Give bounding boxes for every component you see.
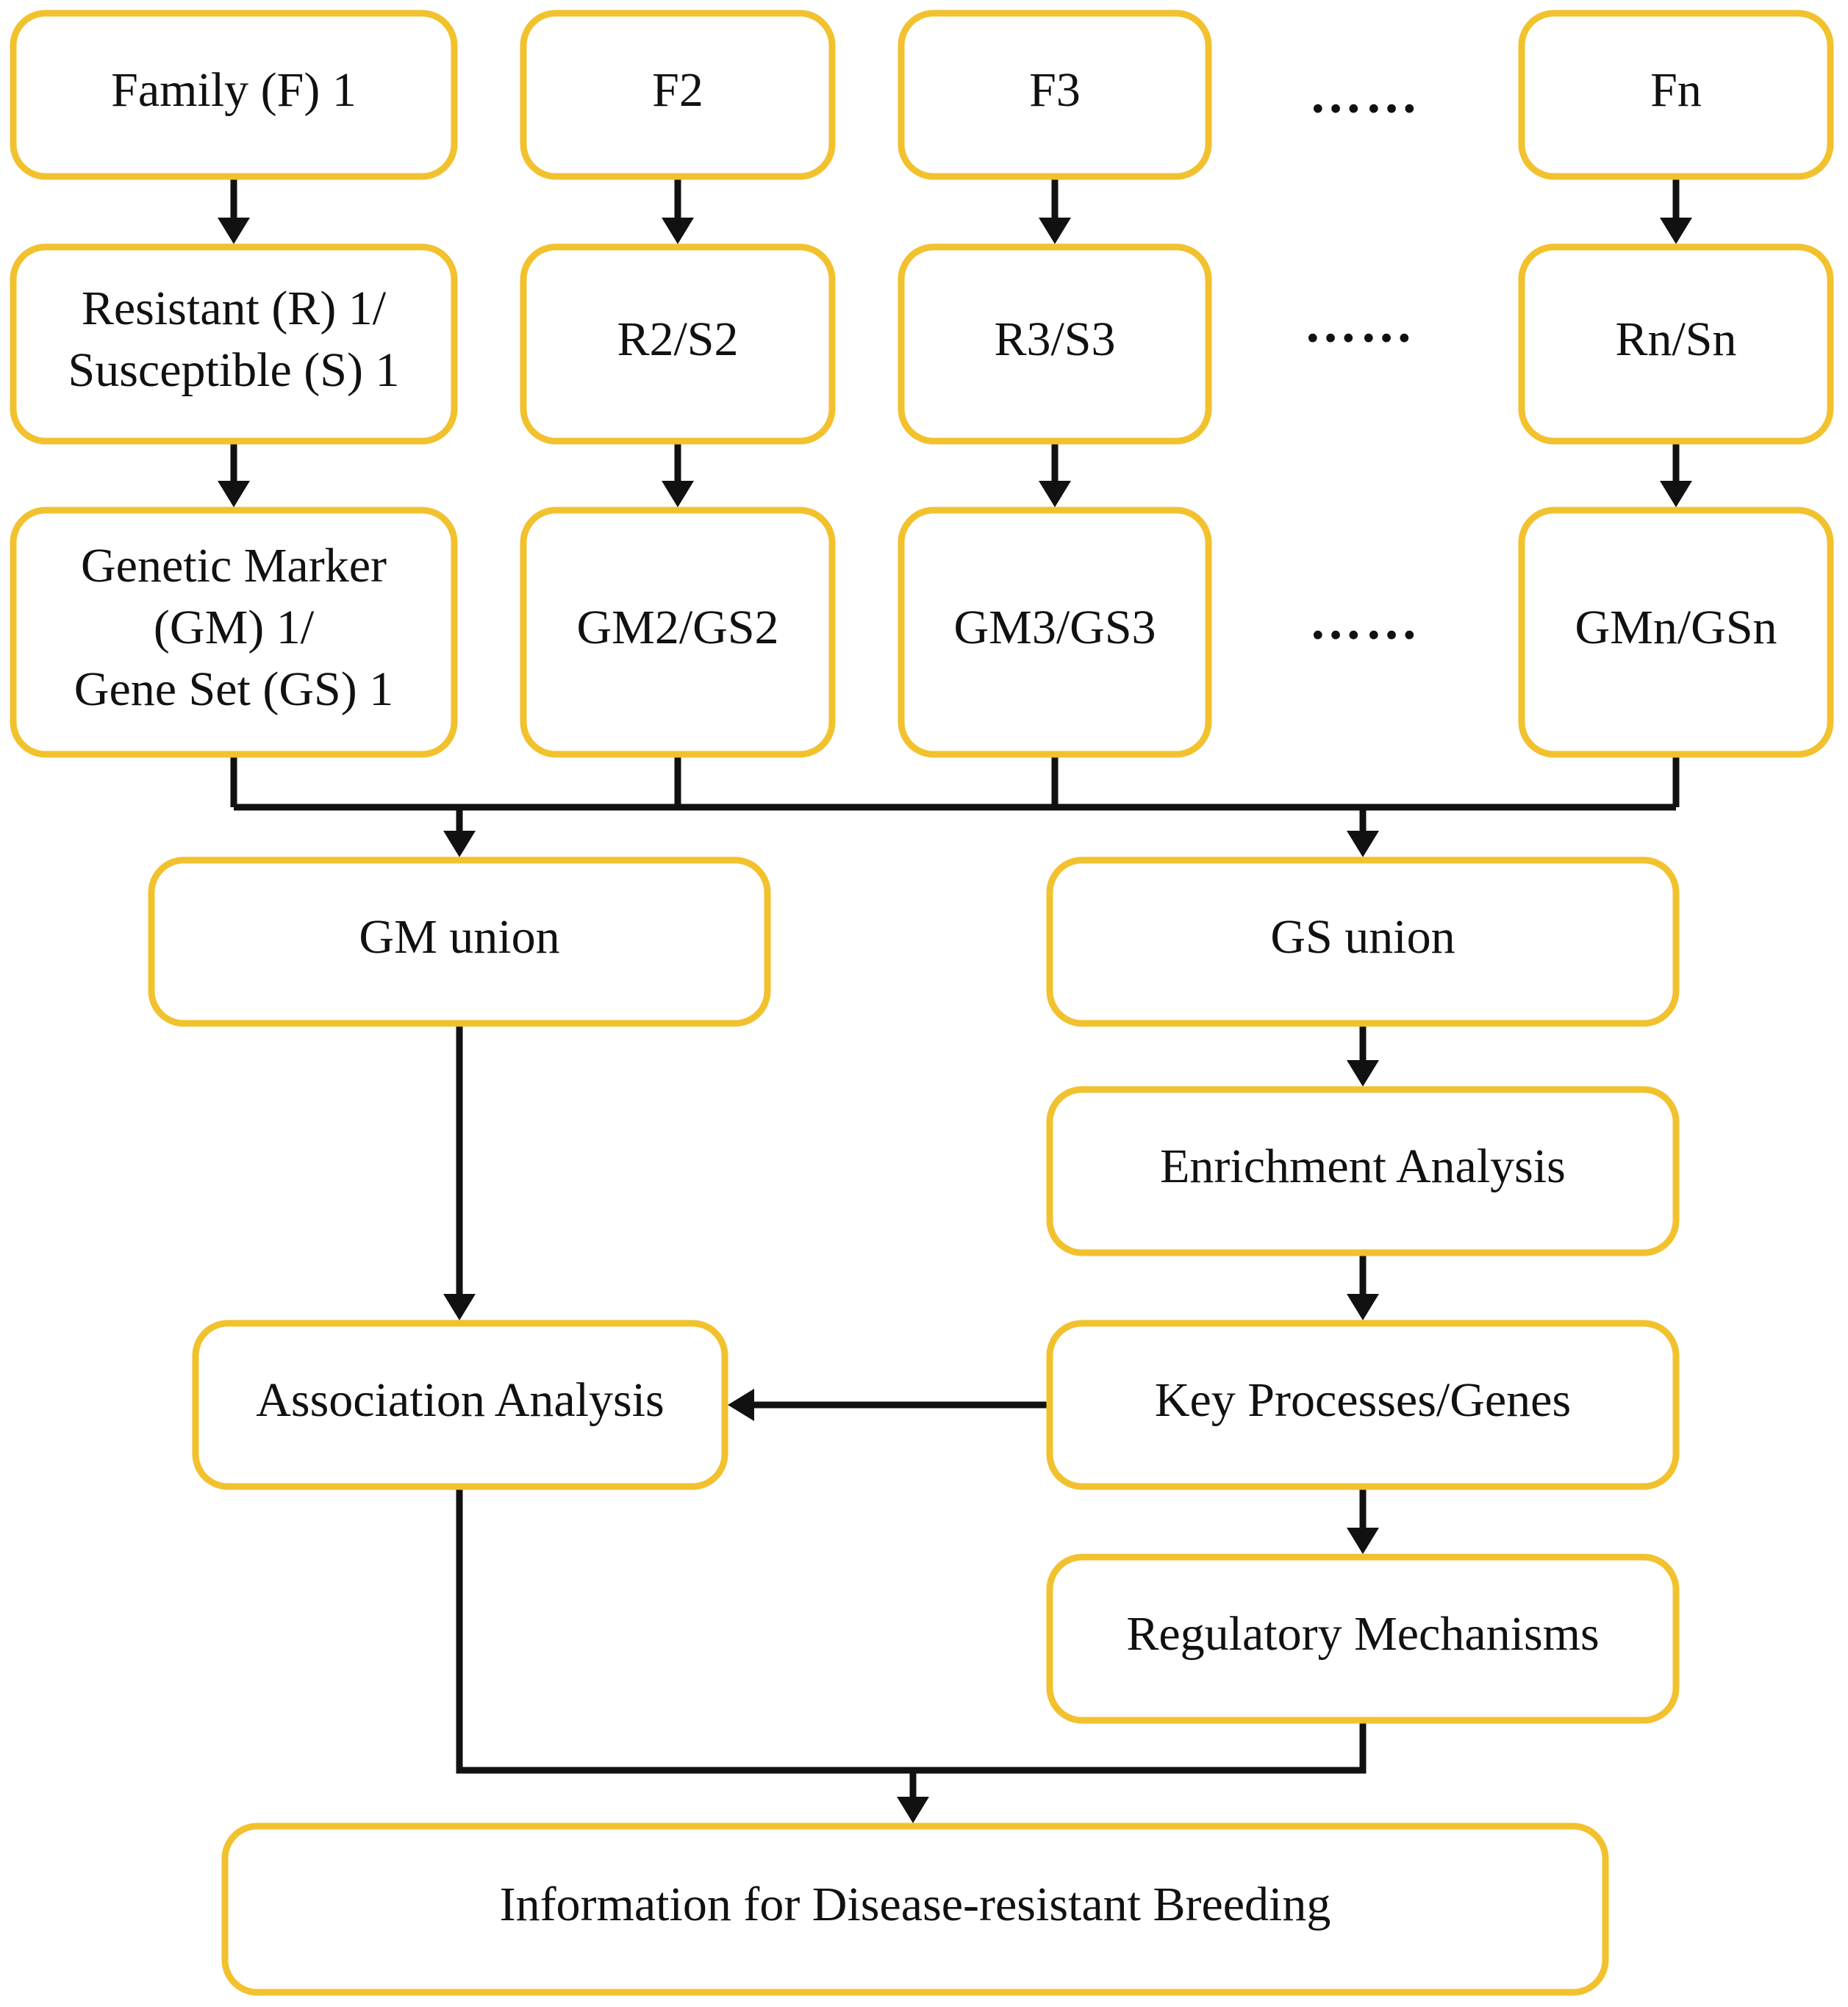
node-label: Family (F) 1: [111, 63, 357, 117]
arrowhead-rs1-gm1: [218, 481, 250, 507]
arrowhead-f1-rs1: [218, 218, 250, 244]
node-fn: Fn: [1518, 10, 1834, 180]
node-label: R3/S3: [994, 312, 1115, 366]
node-box: [1046, 856, 1680, 1027]
node-label: Resistant (R) 1/: [82, 282, 387, 335]
node-f2: F2: [520, 10, 836, 180]
node-gmn: GMn/GSn: [1518, 507, 1834, 758]
node-box: [10, 507, 458, 758]
arrowhead-rs2-gm2: [662, 481, 694, 507]
arrowhead-key-association: [728, 1389, 754, 1421]
ellipsis-row1: ……: [1309, 65, 1421, 124]
node-label: Information for Disease-resistant Breedi…: [500, 1878, 1331, 1931]
node-box: [1046, 1086, 1680, 1256]
node-association: Association Analysis: [192, 1320, 728, 1490]
arrowhead-rs3-gm3: [1039, 481, 1071, 507]
ellipsis-group: …… …… ……: [1304, 65, 1421, 651]
node-key: Key Processes/Genes: [1046, 1320, 1680, 1490]
node-box: [898, 10, 1212, 180]
arrowhead-f3-rs3: [1039, 218, 1071, 244]
node-label: Association Analysis: [256, 1373, 665, 1427]
node-box: [1046, 1553, 1680, 1724]
node-label: Enrichment Analysis: [1160, 1140, 1566, 1193]
node-label: GM union: [359, 910, 559, 964]
node-label: Regulatory Mechanisms: [1126, 1607, 1599, 1661]
node-box: [10, 10, 458, 180]
node-box: [898, 243, 1212, 445]
node-rs2: R2/S2: [520, 243, 836, 445]
node-label: (GM) 1/: [154, 601, 315, 654]
node-label: GMn/GSn: [1575, 601, 1777, 654]
node-gm2: GM2/GS2: [520, 507, 836, 758]
node-box: [221, 1822, 1609, 1996]
ellipsis-row3: ……: [1309, 592, 1421, 651]
node-f3: F3: [898, 10, 1212, 180]
node-label: GM2/GS2: [576, 601, 778, 654]
arrowhead-enrichment-key: [1347, 1294, 1379, 1320]
node-box: [192, 1320, 728, 1490]
arrowhead-gs-union: [1347, 831, 1379, 857]
node-box: [10, 243, 458, 445]
arrowhead-association: [443, 1294, 476, 1320]
node-box: [148, 856, 771, 1027]
node-box: [520, 10, 836, 180]
node-box: [1518, 507, 1834, 758]
node-label: F3: [1029, 63, 1081, 117]
node-regulatory: Regulatory Mechanisms: [1046, 1553, 1680, 1724]
node-gs-union: GS union: [1046, 856, 1680, 1027]
node-label: R2/S2: [617, 312, 738, 366]
arrowhead-gm-union: [443, 831, 476, 857]
node-box: [520, 243, 836, 445]
connectors: [218, 176, 1692, 1823]
node-box: [520, 507, 836, 758]
node-enrichment: Enrichment Analysis: [1046, 1086, 1680, 1256]
node-box: [898, 507, 1212, 758]
node-gm3: GM3/GS3: [898, 507, 1212, 758]
arrowhead-key-regulatory: [1347, 1528, 1379, 1554]
node-label: GS union: [1270, 910, 1455, 964]
node-info: Information for Disease-resistant Breedi…: [221, 1822, 1609, 1996]
node-label: GM3/GS3: [953, 601, 1156, 654]
node-label: Genetic Marker: [81, 539, 387, 593]
node-label: Susceptible (S) 1: [68, 343, 400, 397]
node-gm-union: GM union: [148, 856, 771, 1027]
node-gm1: Genetic Marker (GM) 1/Gene Set (GS) 1: [10, 507, 458, 758]
arrowhead-info: [897, 1797, 929, 1823]
node-label: Gene Set (GS) 1: [74, 662, 393, 716]
ellipsis-row2: ……: [1304, 295, 1416, 354]
arrowhead-rsn-gmn: [1660, 481, 1692, 507]
node-rs1: Resistant (R) 1/Susceptible (S) 1: [10, 243, 458, 445]
node-label: F2: [652, 63, 703, 117]
node-label: Fn: [1650, 63, 1702, 117]
node-box: [1046, 1320, 1680, 1490]
node-box: [1518, 243, 1834, 445]
arrowhead-f2-rs2: [662, 218, 694, 244]
node-box: [1518, 10, 1834, 180]
node-label: Rn/Sn: [1615, 312, 1736, 366]
node-rsn: Rn/Sn: [1518, 243, 1834, 445]
node-label: Key Processes/Genes: [1155, 1373, 1571, 1427]
arrowhead-gs_union-enrichment: [1347, 1060, 1379, 1087]
node-rs3: R3/S3: [898, 243, 1212, 445]
node-f1: Family (F) 1: [10, 10, 458, 180]
arrowhead-fn-rsn: [1660, 218, 1692, 244]
